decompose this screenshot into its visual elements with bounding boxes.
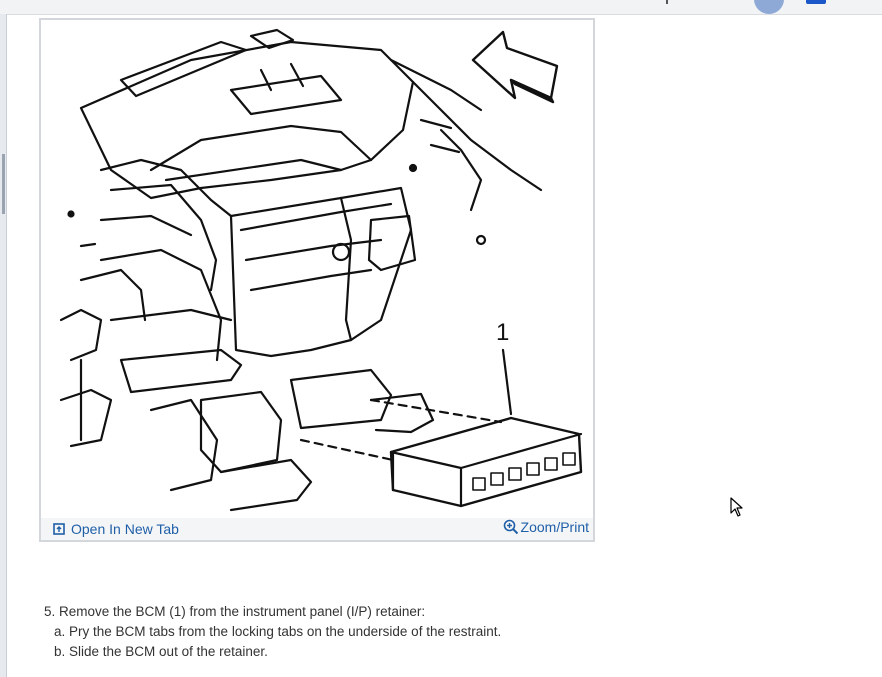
step-5: 5. Remove the BCM (1) from the instrumen… [44,604,426,619]
mouse-pointer-icon [730,497,743,517]
substep-a: a. Pry the BCM tabs from the locking tab… [54,624,502,639]
open-in-new-tab-label: Open In New Tab [71,521,179,537]
zoom-icon [503,519,518,535]
instruction-text: 5. Remove the BCM (1) from the instrumen… [44,602,744,662]
forward-arrow-icon [471,30,559,104]
open-in-new-tab-link[interactable]: Open In New Tab [53,521,179,537]
bcm-removal-illustration: 1 [59,28,583,512]
zoom-print-link[interactable]: Zoom/Print [503,519,589,535]
avatar[interactable] [754,0,784,14]
zoom-print-label: Zoom/Print [520,519,589,535]
left-scroll-rail [0,14,7,677]
substep-b: b. Slide the BCM out of the retainer. [54,644,268,659]
extension-icon[interactable] [806,0,826,4]
open-new-tab-icon [53,523,65,535]
rail-marker [2,154,5,214]
toolbar-tick [666,0,668,4]
figure-footer: Open In New Tab Zoom/Print [41,518,593,540]
figure-panel: 1 Open In New Tab Zoom/Print [39,18,595,542]
callout-number: 1 [496,319,509,346]
browser-top-bar [0,0,882,15]
